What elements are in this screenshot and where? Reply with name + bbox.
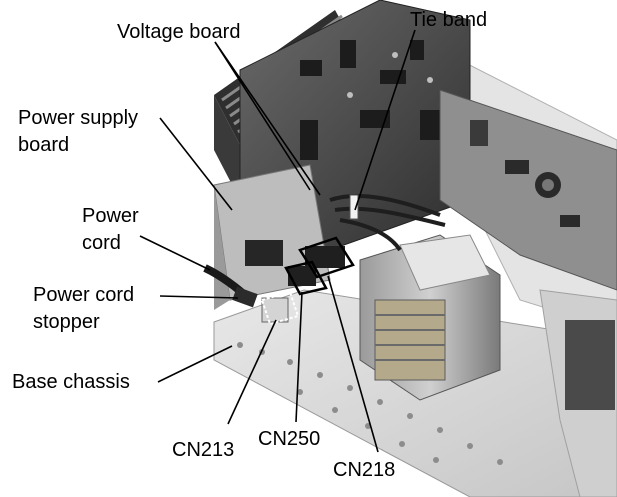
leader-power-supply-board [159,117,233,211]
tie-band [349,194,359,220]
label-cn213: CN213 [172,439,235,461]
label-power-cord-line1: Power [82,205,139,227]
leader-power-cord [139,235,211,271]
label-power-cord-stopper-line1: Power cord [33,284,135,306]
label-cn250: CN250 [258,428,321,450]
label-voltage-board: Voltage board [117,21,241,43]
power-cord-plug-block [245,240,283,266]
connector-cn213-housing [261,297,289,323]
cn218-highlight-box [298,236,355,279]
connector-cn218-housing [305,246,345,268]
leader-cn213 [227,319,277,425]
leader-power-cord-stopper [159,295,239,299]
power-cord-stopper [232,286,258,308]
leader-base-chassis [157,345,233,383]
label-base-chassis: Base chassis [12,371,130,393]
label-power-supply-board-line2: board [18,134,70,156]
leader-cn250 [295,291,303,423]
label-power-supply-board-line1: Power supply [18,107,139,129]
leader-voltage-board-2 [214,41,321,196]
transformer [359,234,501,401]
label-cn218: CN218 [333,459,396,481]
chassis-window [565,320,615,410]
leader-cn218 [327,275,379,453]
wire-bundle [329,193,446,252]
main-board-components [470,120,580,227]
label-power-cord-stopper-line2: stopper [33,311,100,333]
cn213-dotted-box [260,290,300,326]
cn250-highlight-box [284,260,328,296]
leader-lines [139,29,416,453]
connector-cn250-housing [288,266,316,286]
voltage-board-components [300,40,440,160]
label-power-cord-line2: cord [82,232,121,254]
leader-tie-band [354,29,416,211]
label-tie-band: Tie band [410,9,488,31]
leader-voltage-board [214,41,311,191]
